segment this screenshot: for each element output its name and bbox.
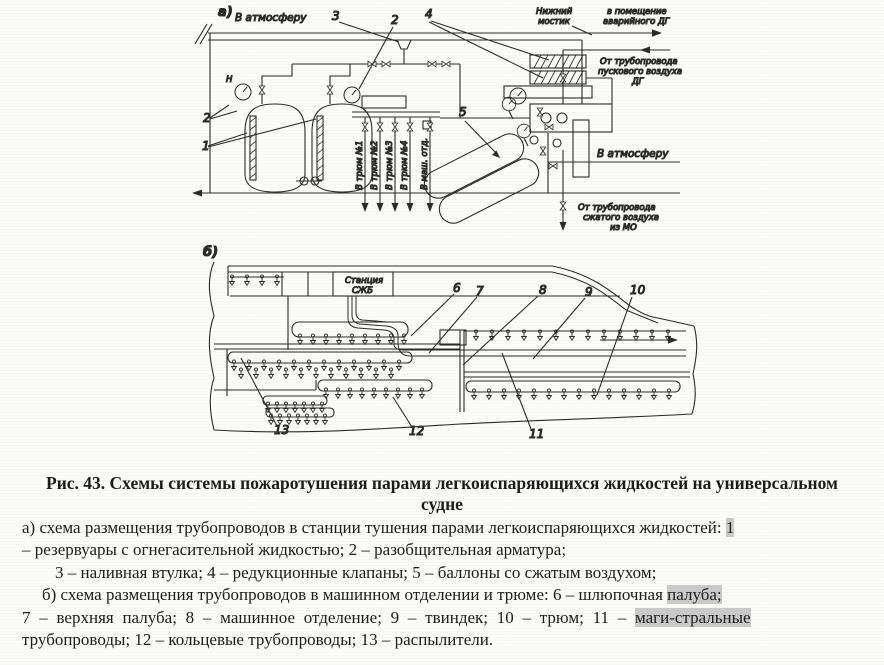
legend-line-6: трубопроводы; 12 – кольцевые трубопровод…: [22, 630, 494, 650]
station-box: [332, 271, 394, 297]
superstructure: Станция СЖБ: [230, 271, 394, 350]
legend-line-1-highlight: 1: [725, 518, 735, 537]
pipe-label-hold2: В трюм №2: [370, 141, 380, 190]
legend-line-3: 3 – наливная втулка; 4 – редукционные кл…: [55, 562, 657, 582]
sprinkler-pipes: [227, 321, 681, 418]
sprinkler-row: [323, 387, 425, 399]
callout-3: 3: [332, 9, 340, 23]
sprinkler-row: [265, 401, 325, 413]
sprinkler-row: [238, 367, 394, 379]
pipe-label-engine-room: В маш. отд.: [420, 138, 430, 190]
panel-a-station-schematic: а) В атмосферу Нижний мостик в помещение…: [192, 4, 683, 234]
compressed-air-line2: сжатого воздуха: [583, 213, 659, 223]
legend-line-2: – резервуары с огнегасительной жидкостью…: [22, 540, 567, 560]
start-air-line1: От трубопровода: [600, 57, 678, 67]
panel-b-label: б): [203, 245, 218, 260]
compressed-air-line3: из МО: [610, 223, 637, 233]
callout-10: 10: [630, 283, 646, 297]
lower-bridge-line2: мостик: [538, 17, 571, 27]
start-air-line2: пускового воздуха: [598, 67, 682, 77]
cylinder-valve-cluster: [529, 107, 590, 231]
pipe-bundle: [347, 296, 686, 357]
to-atmosphere-right-label: В атмосферу: [597, 148, 669, 160]
callout-6: 6: [453, 281, 461, 295]
sprinkler-row: [471, 388, 672, 400]
legend-line-1: а) схема размещения трубопроводов в стан…: [22, 517, 866, 539]
legend-line-4-text: б) схема размещения трубопроводов в маши…: [42, 585, 668, 605]
figure-caption: Рис. 43. Схемы системы пожаротушения пар…: [46, 473, 838, 514]
filling-sleeve: [396, 39, 412, 50]
legend-line-5-highlight: маги-стральные: [634, 607, 751, 627]
callout-13: 13: [274, 423, 289, 437]
station-label-line2: СЖБ: [352, 286, 373, 296]
pipe-label-hold4: В трюм №4: [400, 141, 410, 190]
emergency-dg-note: в помещение аварийного ДГ: [602, 6, 671, 27]
sprinkler-row: [297, 333, 407, 345]
emergency-dg-line1: в помещение: [607, 7, 667, 17]
start-air-line3: ДГ: [631, 77, 645, 87]
callout-2-left: 2: [203, 111, 211, 125]
legend-line-4-highlight: палуба;: [667, 585, 722, 605]
legend-line-1-text: а) схема размещения трубопроводов в стан…: [22, 518, 726, 537]
legend-line-4: б) схема размещения трубопроводов в маши…: [22, 584, 866, 606]
figure-43: а) В атмосферу Нижний мостик в помещение…: [192, 4, 698, 442]
callout-1: 1: [202, 139, 210, 153]
callout-4: 4: [425, 7, 433, 21]
pipe-label-hold1: В трюм №1: [355, 141, 365, 190]
callout-5: 5: [459, 105, 467, 119]
legend-line-5: 7 – верхняя палуба; 8 – машинное отделен…: [22, 607, 866, 629]
callout-12: 12: [409, 424, 424, 438]
filling-manifold: [258, 39, 461, 118]
reduction-valves: [503, 54, 613, 104]
pressure-gauge-mid: [343, 86, 361, 104]
air-cylinders: [423, 96, 540, 224]
start-air-note: От трубопровода пускового воздуха ДГ: [597, 56, 682, 87]
figure-legend: а) схема размещения трубопроводов в стан…: [22, 517, 866, 651]
pipe-label-hold3: В трюм №3: [385, 141, 395, 190]
callout-8: 8: [539, 283, 547, 297]
panel-b-ship-profile: б) Станция СЖБ: [202, 244, 698, 442]
decks: [214, 329, 690, 412]
starter-box: [440, 103, 613, 133]
legend-line-5-text: 7 – верхняя палуба; 8 – машинное отделен…: [22, 607, 635, 627]
lower-bridge-line1: Нижний: [536, 7, 573, 17]
reservoir-tanks: [244, 103, 373, 193]
station-label-line1: Станция: [345, 276, 383, 286]
panel-a-label: а): [218, 5, 233, 20]
callout-2-top: 2: [391, 13, 399, 27]
callout-7: 7: [476, 284, 484, 298]
gauge-letter: Н: [226, 75, 233, 85]
to-atmosphere-top-label: В атмосферу: [235, 12, 307, 24]
distribution-pipes: В трюм №1 В трюм №2 В трюм №3 В трюм №4 …: [354, 117, 434, 212]
callout-9: 9: [585, 285, 593, 299]
compressed-air-line1: От трубопровода: [578, 203, 656, 213]
emergency-dg-line2: аварийного ДГ: [603, 17, 671, 27]
lower-bridge-note: Нижний мостик: [535, 6, 593, 36]
compressed-air-note: От трубопровода сжатого воздуха из МО: [577, 202, 659, 233]
pressure-gauge-right: [509, 87, 527, 105]
pressure-gauge-left: [234, 83, 252, 101]
callout-11: 11: [529, 427, 544, 441]
